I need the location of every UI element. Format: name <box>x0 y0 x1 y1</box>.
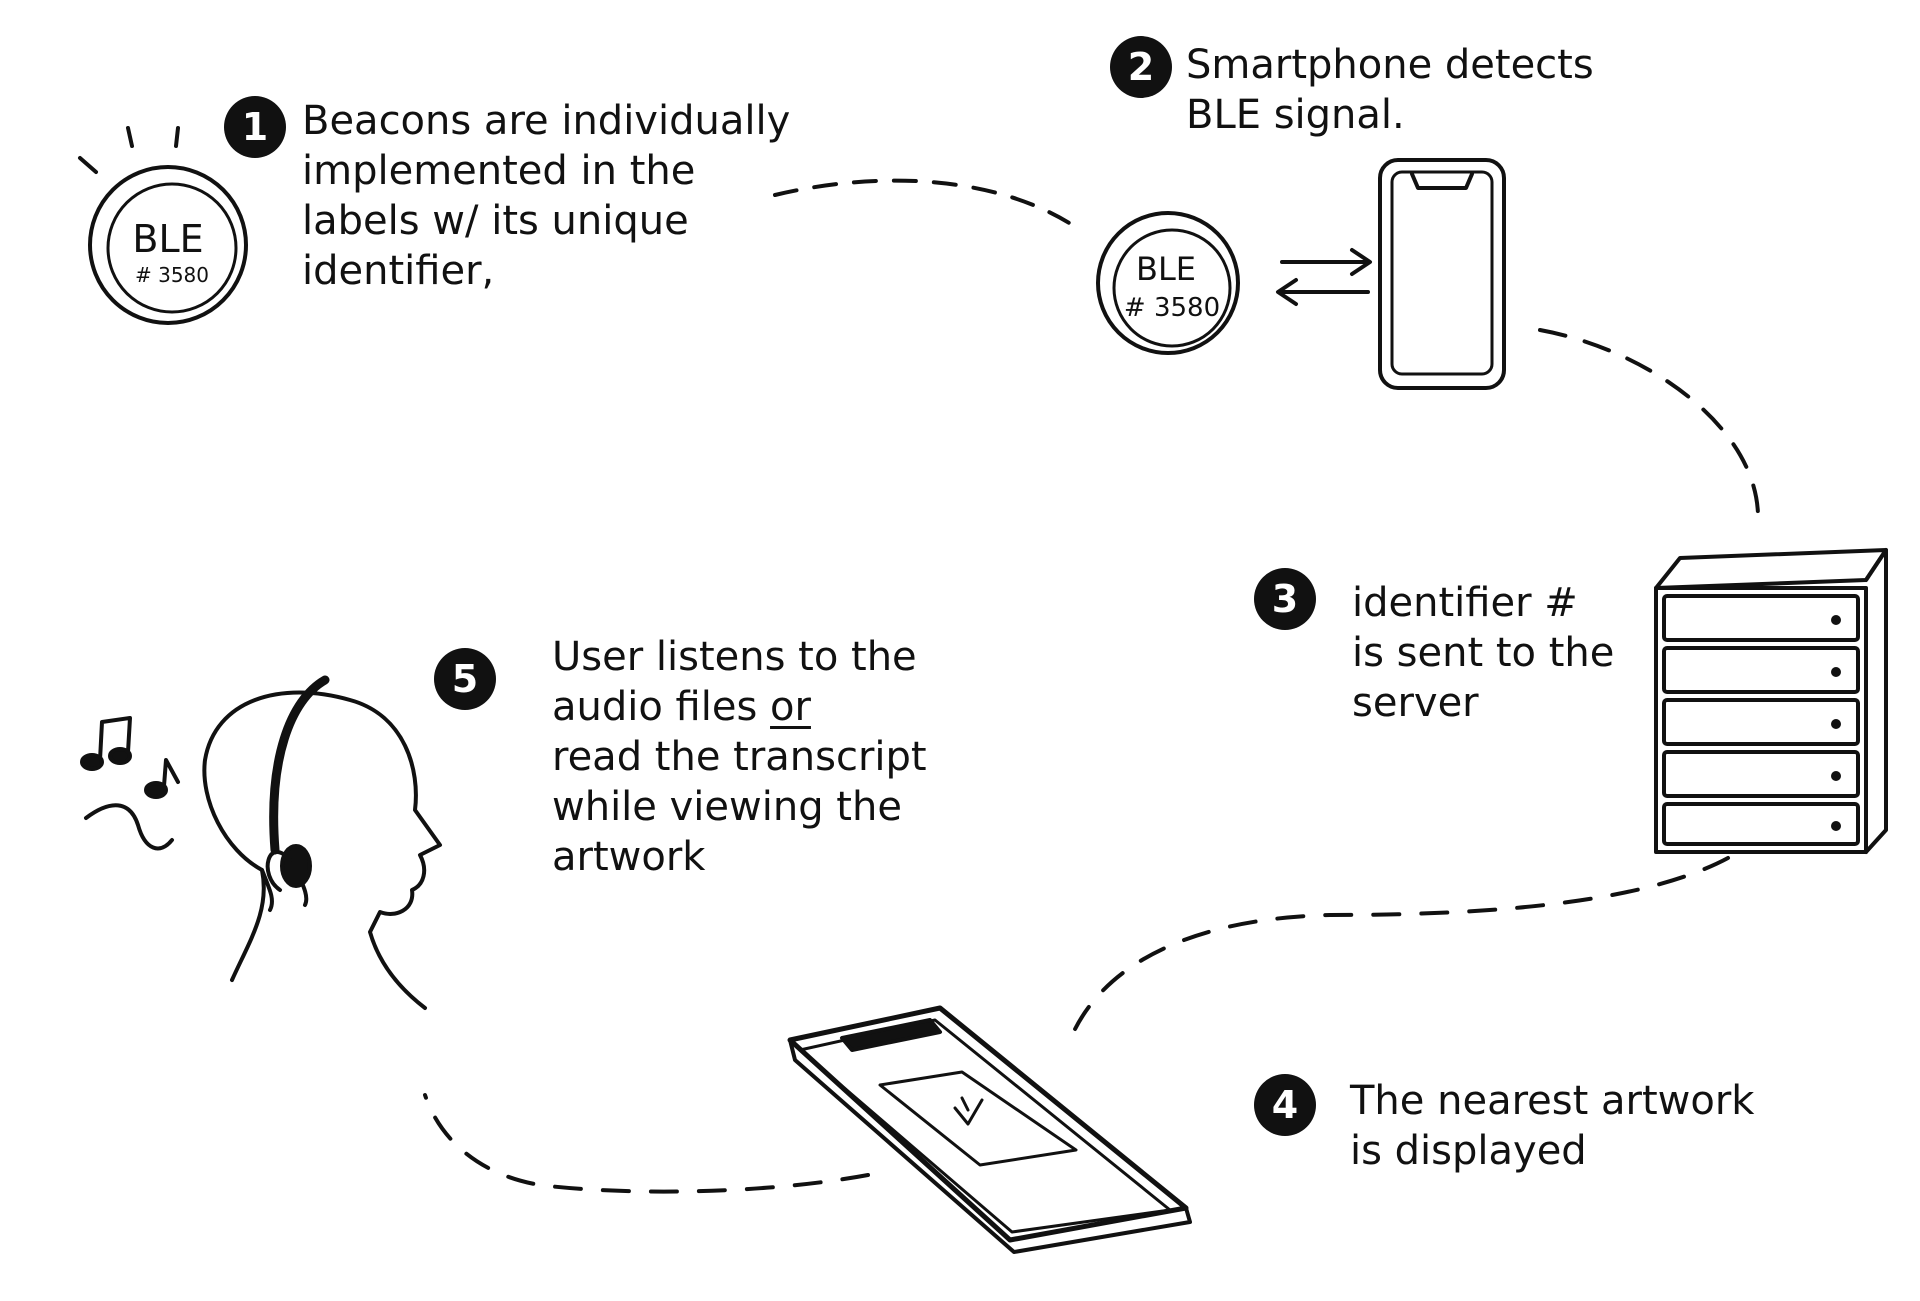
step-5-text-start: User listens to the audio files <box>552 634 917 730</box>
step-5-badge: 5 <box>434 648 496 710</box>
connector-3-4 <box>1066 856 1730 1047</box>
step-5-text-end: read the transcript while viewing the ar… <box>552 734 927 880</box>
smartphone-icon <box>1378 158 1506 390</box>
beacon-1-label: BLE <box>132 217 203 261</box>
server-rack-icon <box>1654 548 1888 854</box>
connector-4-5 <box>423 1093 870 1194</box>
step-4-badge: 4 <box>1254 1074 1316 1136</box>
exchange-arrows-icon <box>1276 248 1372 306</box>
ble-beacon-icon-2 <box>1096 211 1240 355</box>
beacon-2-label: BLE <box>1136 250 1196 288</box>
ble-beacon-icon <box>78 126 248 325</box>
music-notes-icon <box>80 716 180 851</box>
step-5-text: User listens to the audio files or read … <box>552 632 1022 882</box>
person-headphones-icon <box>202 675 442 1010</box>
step-5-text-emphasis: or <box>770 684 811 730</box>
step-4-text: The nearest artwork is displayed <box>1350 1078 1755 1174</box>
phone-display-icon <box>787 1005 1192 1254</box>
beacon-1-id: # 3580 <box>135 263 209 287</box>
connector-2-3 <box>1538 328 1761 522</box>
beacon-2-id: # 3580 <box>1124 293 1220 323</box>
step-3-text: identifier # is sent to the server <box>1352 580 1615 726</box>
step-2-text: Smartphone detects BLE signal. <box>1186 42 1594 138</box>
step-2-badge: 2 <box>1110 36 1172 98</box>
step-1-text: Beacons are individually implemented in … <box>302 98 791 294</box>
step-3-badge: 3 <box>1254 568 1316 630</box>
step-1-badge: 1 <box>224 96 286 158</box>
connector-1-2 <box>773 178 1082 232</box>
